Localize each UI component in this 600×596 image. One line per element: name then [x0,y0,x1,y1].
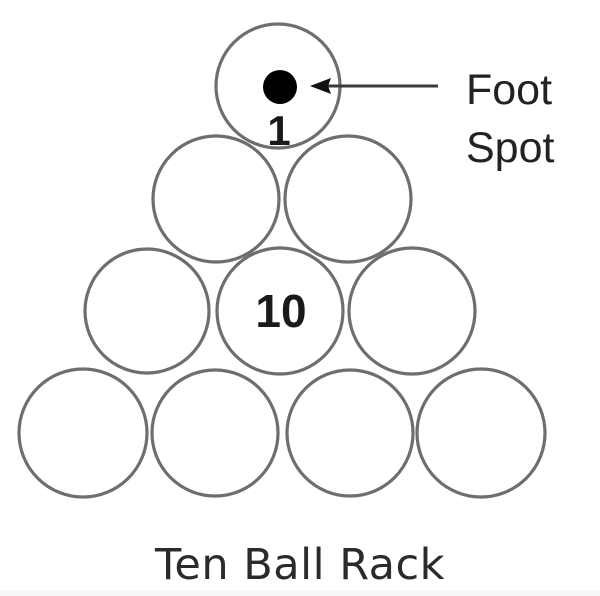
ball-9 [285,368,415,498]
ball-3 [283,134,413,264]
ball-4 [83,247,211,375]
foot-spot-arrow [310,78,438,94]
ball-8 [150,368,280,498]
foot-spot-label-line1: Foot [466,66,552,114]
ball-10 [415,367,547,499]
ball-7 [17,367,149,499]
ball-6 [347,246,477,376]
ball-number-label: 1 [267,107,290,154]
ball-rack: 1 10 [17,22,547,499]
diagram-caption: Ten Ball Rack [154,540,446,590]
bottom-band [0,591,600,596]
ball-number-label: 10 [255,285,306,337]
ball-5 [215,246,345,376]
foot-spot-label-line2: Spot [466,124,555,172]
arrow-head-icon [310,78,331,94]
ball-2 [151,134,281,264]
foot-spot-marker [263,70,297,104]
